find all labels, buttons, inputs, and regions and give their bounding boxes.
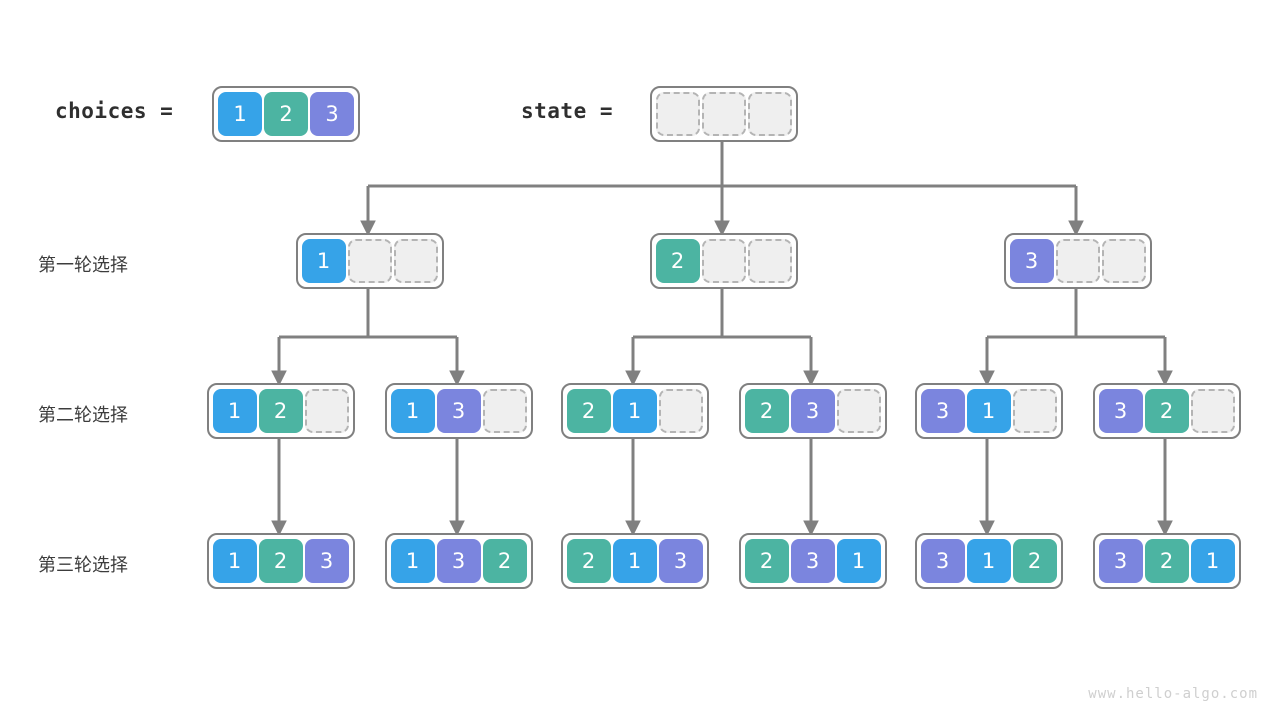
- round-3-node-3-cell-2: 3: [658, 539, 703, 583]
- state-array: [650, 86, 798, 142]
- state-cell-1: [702, 92, 746, 136]
- row-label-round-2: 第二轮选择: [38, 405, 128, 426]
- round-1-node-2-cell-2: [747, 239, 792, 283]
- round-2-node-5-cell-0: 3: [920, 389, 965, 433]
- round-3-node-6-cell-0: 3: [1098, 539, 1143, 583]
- watermark: www.hello-algo.com: [1088, 686, 1258, 702]
- round-2-node-4-cell-0: 2: [744, 389, 789, 433]
- round-1-node-3: 3: [1003, 233, 1152, 289]
- round-3-node-6-cell-2: 1: [1190, 539, 1235, 583]
- round-3-node-4-cell-0: 2: [744, 539, 789, 583]
- choices-cell-2: 3: [310, 92, 354, 136]
- state-label: state =: [521, 99, 614, 123]
- round-2-node-2-cell-0: 1: [390, 389, 435, 433]
- round-1-node-1: 1: [295, 233, 444, 289]
- round-2-node-2-cell-2: [482, 389, 527, 433]
- round-1-node-2-cell-1: [701, 239, 746, 283]
- round-2-node-6-cell-1: 2: [1144, 389, 1189, 433]
- round-3-node-3-cell-0: 2: [566, 539, 611, 583]
- round-3-node-1-cell-2: 3: [304, 539, 349, 583]
- round-2-node-3-cell-0: 2: [566, 389, 611, 433]
- round-1-node-3-cell-1: [1055, 239, 1100, 283]
- round-3-node-4-cell-1: 3: [790, 539, 835, 583]
- state-cell-0: [656, 92, 700, 136]
- round-1-node-1-cell-2: [393, 239, 438, 283]
- round-1-node-2-cell-0: 2: [655, 239, 700, 283]
- round-2-node-6-cell-0: 3: [1098, 389, 1143, 433]
- choices-cell-1: 2: [264, 92, 308, 136]
- round-1-node-1-cell-1: [347, 239, 392, 283]
- round-1-node-2: 2: [649, 233, 798, 289]
- state-cell-2: [748, 92, 792, 136]
- round-2-node-2-cell-1: 3: [436, 389, 481, 433]
- row-label-round-1: 第一轮选择: [38, 255, 128, 276]
- round-2-node-3-cell-1: 1: [612, 389, 657, 433]
- round-3-node-4-cell-2: 1: [836, 539, 881, 583]
- round-3-node-1-cell-0: 1: [212, 539, 257, 583]
- row-label-round-3: 第三轮选择: [38, 555, 128, 576]
- round-3-node-5-cell-0: 3: [920, 539, 965, 583]
- round-3-node-1-cell-1: 2: [258, 539, 303, 583]
- round-3-node-2-cell-2: 2: [482, 539, 527, 583]
- round-2-node-4-cell-2: [836, 389, 881, 433]
- round-3-node-3-cell-1: 1: [612, 539, 657, 583]
- round-2-node-6-cell-2: [1190, 389, 1235, 433]
- round-1-node-3-cell-2: [1101, 239, 1146, 283]
- round-3-node-6-cell-1: 2: [1144, 539, 1189, 583]
- round-2-node-3-cell-2: [658, 389, 703, 433]
- choices-label: choices =: [55, 99, 174, 123]
- round-2-node-4-cell-1: 3: [790, 389, 835, 433]
- round-3-node-5-cell-2: 2: [1012, 539, 1057, 583]
- round-3-node-2-cell-1: 3: [436, 539, 481, 583]
- round-2-node-1-cell-2: [304, 389, 349, 433]
- round-1-node-3-cell-0: 3: [1009, 239, 1054, 283]
- choices-cell-0: 1: [218, 92, 262, 136]
- round-3-node-2-cell-0: 1: [390, 539, 435, 583]
- round-3-node-5-cell-1: 1: [966, 539, 1011, 583]
- round-1-node-1-cell-0: 1: [301, 239, 346, 283]
- round-2-node-5-cell-1: 1: [966, 389, 1011, 433]
- round-2-node-1-cell-0: 1: [212, 389, 257, 433]
- round-2-node-5-cell-2: [1012, 389, 1057, 433]
- round-2-node-1-cell-1: 2: [258, 389, 303, 433]
